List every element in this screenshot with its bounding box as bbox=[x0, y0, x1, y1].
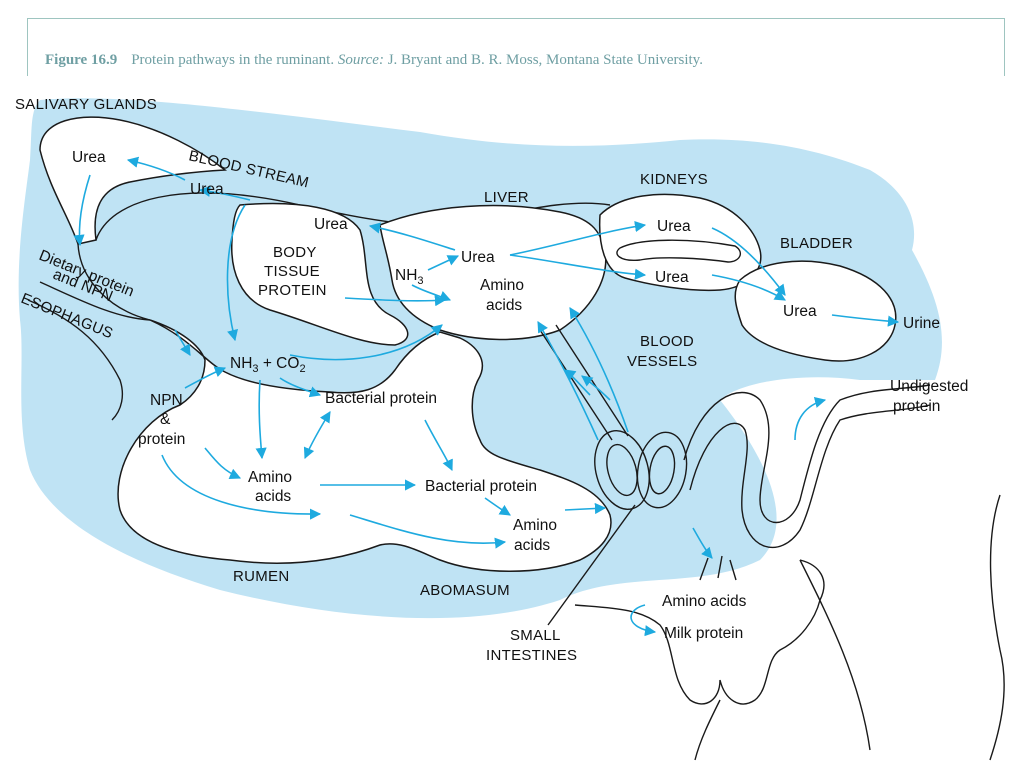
arrow-bladder-to-urine bbox=[831, 314, 900, 327]
arrow-abomasum-bottom bbox=[349, 514, 507, 549]
label-bladder: BLADDER bbox=[780, 235, 853, 252]
arrow-urea-to-kidney2 bbox=[509, 254, 647, 280]
label-small-intestines-1: SMALL bbox=[510, 627, 561, 644]
node-urine: Urine bbox=[903, 315, 940, 332]
label-rumen: RUMEN bbox=[233, 568, 290, 585]
arrow-nh3-to-bacterial bbox=[279, 377, 322, 398]
arrow-nh3-to-amino-rumen bbox=[255, 379, 267, 460]
arrow-urea-to-saliva bbox=[126, 156, 186, 181]
node-bacterial-rumen: Bacterial protein bbox=[325, 390, 437, 407]
label-blood-vessels-2: VESSELS bbox=[627, 353, 697, 370]
label-salivary-glands: SALIVARY GLANDS bbox=[15, 96, 157, 113]
node-amino-rumen-2: acids bbox=[255, 488, 291, 505]
arrow-tissue-to-amino bbox=[344, 295, 447, 307]
arrow-bacterial-to-amino-abo bbox=[484, 497, 511, 516]
node-nh3-liver: NH3 bbox=[395, 267, 424, 287]
arrow-amino-to-milk bbox=[630, 604, 657, 637]
arrow-nh3-to-amino bbox=[411, 284, 452, 302]
rumen-shape bbox=[117, 319, 612, 572]
node-undigested-1: Undigested bbox=[890, 378, 968, 395]
node-urea-kidney1: Urea bbox=[657, 218, 691, 235]
caption-source: J. Bryant and B. R. Moss, Montana State … bbox=[387, 52, 703, 68]
label-abomasum: ABOMASUM bbox=[420, 582, 510, 599]
arrow-npn-to-nh3 bbox=[184, 366, 227, 389]
arrow-vessel-up-4 bbox=[581, 375, 611, 401]
caption-source-label: Source: bbox=[337, 52, 384, 68]
arrow-blood-to-rumen bbox=[226, 204, 246, 342]
label-kidneys: KIDNEYS bbox=[640, 171, 708, 188]
arrow-bacterial-amino-both bbox=[303, 411, 331, 460]
node-amino-liver-2: acids bbox=[486, 297, 522, 314]
node-milk-protein: Milk protein bbox=[664, 625, 743, 642]
node-urea-blood2: Urea bbox=[314, 216, 348, 233]
arrow-vessel-up-3 bbox=[569, 307, 629, 433]
small-intestines-pointer bbox=[547, 504, 636, 626]
node-urea-liver: Urea bbox=[461, 249, 495, 266]
label-blood-vessels-1: BLOOD bbox=[640, 333, 694, 350]
arrow-nh3-to-urea bbox=[427, 255, 460, 271]
arrow-saliva-down bbox=[73, 174, 91, 247]
node-amino-liver-1: Amino bbox=[480, 277, 524, 294]
arrow-protein-to-amino bbox=[204, 447, 242, 480]
node-urea-blood1: Urea bbox=[190, 181, 224, 198]
arrow-liver-urea-to-blood bbox=[368, 222, 456, 251]
arrow-dietary-down bbox=[174, 329, 191, 356]
leg-line-1 bbox=[799, 559, 871, 751]
label-body-tissue-1: BODY bbox=[273, 244, 317, 261]
node-urea-saliva: Urea bbox=[72, 149, 106, 166]
node-nh3-co2: NH3 + CO2 bbox=[230, 355, 306, 375]
back-leg-line bbox=[989, 494, 1005, 761]
node-urea-kidney2: Urea bbox=[655, 269, 689, 286]
intestine-loops bbox=[683, 384, 931, 524]
node-amino-udder: Amino acids bbox=[662, 593, 747, 610]
arrow-kidney2-to-bladder bbox=[711, 274, 786, 301]
node-urea-bladder: Urea bbox=[783, 303, 817, 320]
salivary-gland-shape bbox=[39, 116, 227, 245]
esophagus-shape bbox=[39, 281, 151, 321]
arrow-kidney1-to-bladder bbox=[711, 227, 786, 296]
milk-vessels bbox=[699, 555, 737, 581]
blood-stream-band bbox=[95, 192, 611, 241]
caption-text: Protein pathways in the ruminant. bbox=[131, 52, 335, 68]
figure-number: Figure 16.9 bbox=[45, 52, 118, 68]
node-amino-abo-1: Amino bbox=[513, 517, 557, 534]
figure-caption: Figure 16.9 Protein pathways in the rumin… bbox=[45, 52, 703, 69]
node-npn-3: protein bbox=[138, 431, 185, 448]
node-amino-rumen-1: Amino bbox=[248, 469, 292, 486]
arrow-to-intestine bbox=[564, 502, 607, 515]
node-npn-2: & bbox=[160, 411, 171, 428]
udder-outline bbox=[574, 559, 825, 705]
label-small-intestines-2: INTESTINES bbox=[486, 647, 577, 664]
node-amino-abo-2: acids bbox=[514, 537, 550, 554]
label-liver: LIVER bbox=[484, 189, 529, 206]
arrow-blood-to-saliva bbox=[198, 185, 251, 201]
caption-frame bbox=[27, 18, 1005, 76]
arrow-protein-to-abomasum bbox=[161, 454, 322, 520]
arrow-to-milk-vessels bbox=[692, 527, 713, 559]
arrow-vessel-up-2 bbox=[564, 369, 591, 396]
body-tissue-shape bbox=[231, 202, 409, 346]
arrow-bacterial-down bbox=[424, 419, 453, 472]
node-bacterial-abo: Bacterial protein bbox=[425, 478, 537, 495]
node-undigested-2: protein bbox=[893, 398, 940, 415]
label-body-tissue-3: PROTEIN bbox=[258, 282, 327, 299]
kidney-lobe bbox=[616, 239, 742, 263]
leg-line-2 bbox=[694, 699, 721, 761]
arrow-nh3-to-liver bbox=[289, 324, 443, 361]
intestine-coil-2 bbox=[636, 431, 688, 509]
arrow-undigested bbox=[794, 397, 827, 441]
arrow-urea-to-kidney1 bbox=[509, 221, 647, 256]
label-body-tissue-2: TISSUE bbox=[264, 263, 320, 280]
node-npn-1: NPN bbox=[150, 392, 183, 409]
